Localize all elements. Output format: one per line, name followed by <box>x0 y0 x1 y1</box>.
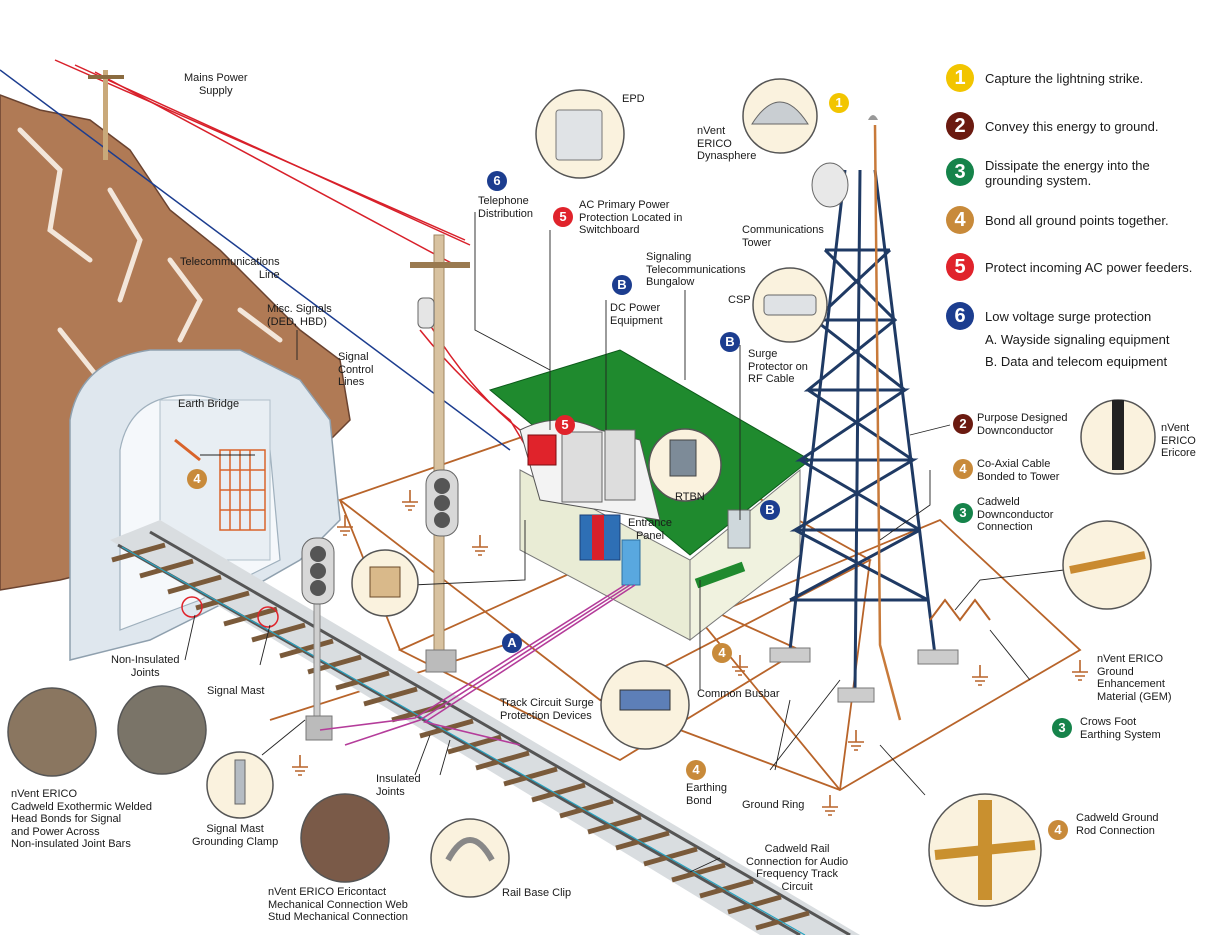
mains-pole <box>88 70 124 160</box>
marker-1-dynasphere: 1 <box>829 93 849 113</box>
label-cadweld-ground-rod: Cadweld Ground Rod Connection <box>1076 812 1159 837</box>
marker-4-earthing-bond: 4 <box>686 760 706 780</box>
leader-lines <box>184 212 1065 873</box>
detail-cadweld-downconductor <box>1062 520 1152 610</box>
overhead-lines <box>0 59 526 451</box>
marker-5-bungalow: 5 <box>555 415 575 435</box>
detail-epd <box>535 89 625 179</box>
bungalow <box>488 349 811 642</box>
legend-text-6: Low voltage surge protection <box>985 309 1152 324</box>
label-signal-control: Signal Control Lines <box>338 351 374 388</box>
marker-a-track: A <box>502 633 522 653</box>
signal-head-pole <box>425 469 459 537</box>
detail-signal-box <box>351 549 419 617</box>
legend-text-2: Convey this energy to ground. <box>985 119 1159 134</box>
legend-sub-b: B. Data and telecom equipment <box>985 354 1168 369</box>
legend-badge-2: 2 <box>946 112 974 140</box>
detail-mast-clamp <box>206 751 274 819</box>
legend-text-4: Bond all ground points together. <box>985 213 1169 228</box>
label-rtbn: RTBN <box>675 491 705 503</box>
marker-b-entrance: B <box>760 500 780 520</box>
legend-text-1: Capture the lightning strike. <box>985 71 1144 86</box>
detail-csp <box>752 267 828 343</box>
legend-text-5: Protect incoming AC power feeders. <box>985 260 1193 275</box>
label-surge-protector-rf: Surge Protector on RF Cable <box>748 348 808 385</box>
label-non-insulated-joints: Non-Insulated Joints <box>111 654 180 679</box>
label-cadweld-downconductor: Cadweld Downconductor Connection <box>977 496 1054 533</box>
label-gem: nVent ERICO Ground Enhancement Material … <box>1097 653 1172 703</box>
label-entrance-panel: Entrance Panel <box>628 517 673 542</box>
label-coax-bonded: Co-Axial Cable Bonded to Tower <box>977 458 1060 483</box>
label-signal-mast-clamp: Signal Mast Grounding Clamp <box>192 823 279 848</box>
marker-4-bungalow-ground: 4 <box>712 643 732 663</box>
detail-exothermic-2 <box>117 685 207 775</box>
detail-rail-base-clip <box>430 818 510 898</box>
label-cadweld-rail: Cadweld Rail Connection for Audio Freque… <box>746 843 849 893</box>
label-purpose-downconductor: Purpose Designed Downconductor <box>977 412 1068 437</box>
detail-ericontact <box>300 793 390 883</box>
label-telephone-distribution: Telephone Distribution <box>478 195 534 220</box>
marker-3-crows-foot: 3 <box>1052 718 1072 738</box>
marker-b-dc: B <box>612 275 632 295</box>
label-signal-mast: Signal Mast <box>207 685 265 697</box>
utility-pole <box>410 234 470 673</box>
label-bungalow: Signaling Telecommunications Bungalow <box>646 251 746 288</box>
detail-track-surge <box>600 660 690 750</box>
legend-badge-4: 4 <box>946 206 974 234</box>
marker-4-earth-bridge: 4 <box>187 469 207 489</box>
marker-b-surge: B <box>720 332 740 352</box>
label-insulated-joints: Insulated Joints <box>376 773 421 798</box>
label-epd: EPD <box>622 93 645 105</box>
legend-badge-1: 1 <box>946 64 974 92</box>
label-track-circuit: Track Circuit Surge Protection Devices <box>500 697 594 722</box>
marker-2-downconductor: 2 <box>953 414 973 434</box>
railway-track <box>111 530 851 935</box>
label-ericontact: nVent ERICO Ericontact Mechanical Connec… <box>268 886 409 923</box>
label-csp: CSP <box>728 294 751 306</box>
legend-badge-6: 6 <box>946 302 974 330</box>
label-dynasphere: nVent ERICO Dynasphere <box>697 125 757 162</box>
detail-rtbn <box>648 428 722 502</box>
label-ground-ring: Ground Ring <box>742 799 805 811</box>
label-common-busbar: Common Busbar <box>697 688 780 700</box>
label-ericore: nVent ERICO Ericore <box>1161 422 1196 459</box>
detail-exothermic-1 <box>7 687 97 777</box>
dish-antenna <box>811 162 849 208</box>
marker-3-cadweld: 3 <box>953 503 973 523</box>
label-mains-power: Mains Power Supply <box>184 72 248 97</box>
label-earthing-bond: Earthing Bond <box>686 782 727 807</box>
marker-4-coax: 4 <box>953 459 973 479</box>
legend-badge-5: 5 <box>946 253 974 281</box>
label-misc-signals: Misc. Signals (DED, HBD) <box>267 303 332 328</box>
detail-ericore <box>1080 399 1156 475</box>
legend-badge-3: 3 <box>946 158 974 186</box>
detail-ground-rod <box>928 793 1042 907</box>
label-exothermic: nVent ERICO Cadweld Exothermic Welded He… <box>11 788 153 850</box>
marker-5-ac-primary: 5 <box>553 207 573 227</box>
signal-mast <box>301 537 335 741</box>
detail-dynasphere <box>742 78 818 154</box>
marker-6-telephone: 6 <box>487 171 507 191</box>
label-rail-base-clip: Rail Base Clip <box>502 887 572 899</box>
label-communications-tower: Communications Tower <box>742 224 824 249</box>
legend-sub-a: A. Wayside signaling equipment <box>985 332 1170 347</box>
label-ac-primary: AC Primary Power Protection Located in S… <box>579 199 683 236</box>
label-dc-power: DC Power Equipment <box>610 302 663 327</box>
marker-4-ground-rod: 4 <box>1048 820 1068 840</box>
label-earth-bridge: Earth Bridge <box>178 398 240 410</box>
signal-cables <box>319 584 636 746</box>
legend-text-3: Dissipate the energy into the grounding … <box>985 158 1150 188</box>
label-crows-foot: Crows Foot Earthing System <box>1080 716 1161 741</box>
earth-bridge <box>174 438 266 531</box>
label-telecom-line: Telecommunications Line <box>180 256 280 281</box>
